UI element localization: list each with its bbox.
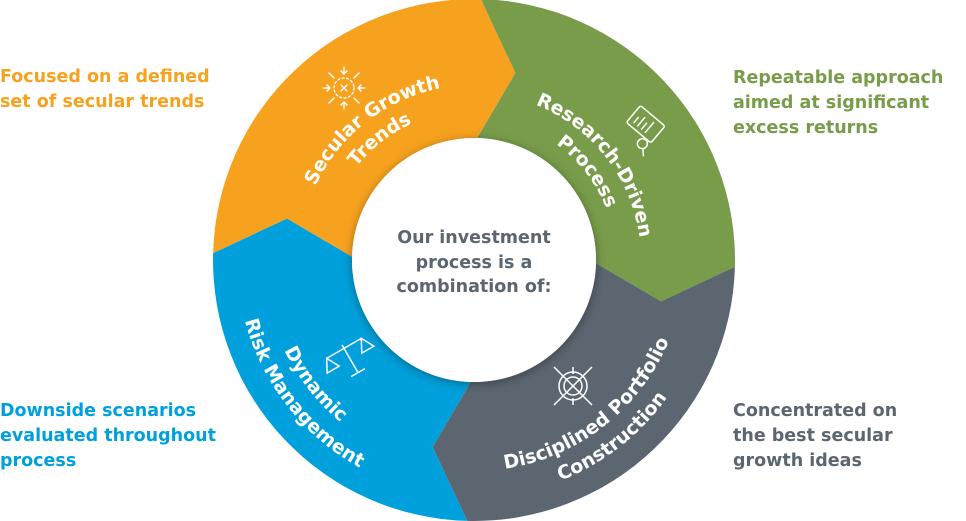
center-text-line: process is a [416, 253, 533, 273]
report-magnifier-icon [626, 105, 665, 157]
crosshair-target-icon [553, 366, 593, 406]
segment-research-driven-process [477, 0, 735, 302]
research-description: Repeatable approach aimed at significant… [733, 66, 943, 141]
description-line: growth ideas [733, 451, 862, 471]
description-line: aimed at significant [733, 93, 930, 113]
description-line: process [0, 451, 77, 471]
segment-dynamic-risk-management [213, 218, 471, 521]
secular-description: Focused on a defined set of secular tren… [0, 65, 210, 115]
description-line: set of secular trends [0, 92, 205, 112]
risk-description: Downside scenarios evaluated throughout … [0, 399, 216, 474]
segment-disciplined-portfolio-construction [432, 263, 735, 521]
balance-scale-icon [325, 336, 376, 378]
center-text-line: Our investment [397, 228, 551, 248]
description-line: Focused on a defined [0, 67, 210, 87]
description-line: excess returns [733, 118, 879, 138]
description-line: Concentrated on [733, 401, 898, 421]
portfolio-description: Concentrated on the best secular growth … [733, 399, 897, 474]
description-line: evaluated throughout [0, 426, 216, 446]
center-text-line: combination of: [397, 277, 552, 297]
segment-secular-growth-trends [213, 0, 516, 257]
description-line: Downside scenarios [0, 401, 197, 421]
description-line: Repeatable approach [733, 68, 944, 88]
center-circle [352, 138, 596, 382]
converging-arrows-icon [322, 66, 366, 110]
description-line: the best secular [733, 426, 893, 446]
